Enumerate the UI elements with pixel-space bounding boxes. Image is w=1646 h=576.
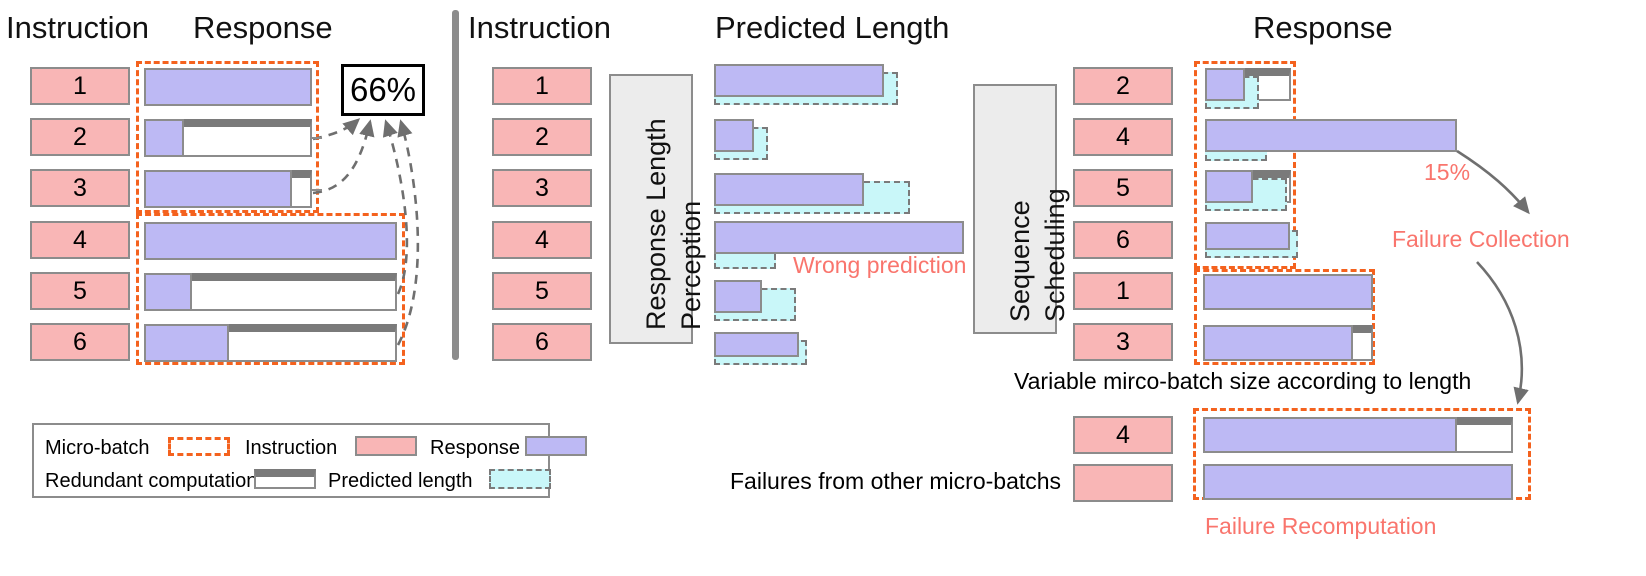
right-response-header: Response [1253, 10, 1393, 45]
sequence-scheduling-label-line2: Scheduling [1040, 188, 1070, 322]
left-instruction-5: 5 [30, 272, 130, 310]
legend-label-response: Response [430, 437, 521, 459]
right-instruction-5: 5 [1073, 169, 1173, 207]
failure-collection-label: Failure Collection [1392, 226, 1570, 252]
instruction-swatch [355, 436, 417, 456]
middle-instruction-header: Instruction [468, 10, 612, 45]
variable-batch-note: Variable mirco-batch size according to l… [1014, 368, 1472, 394]
middle-actual-bar-6 [714, 332, 799, 357]
right-micro-batch-2 [1194, 269, 1375, 365]
sequence-scheduling-module [973, 84, 1057, 334]
right-response-bar-6 [1205, 222, 1290, 250]
right-response-bar-4 [1205, 119, 1457, 152]
micro-batch-swatch [168, 437, 230, 456]
failure-rate-label: 15% [1424, 159, 1471, 185]
left-response-bar-1 [144, 68, 312, 106]
right-response-bar-1 [1203, 274, 1373, 310]
right-instruction-6: 6 [1073, 221, 1173, 259]
response-length-perception-label-line2: Perception [676, 200, 706, 330]
left-response-bar-5 [144, 273, 192, 311]
right-response-bar-2 [1205, 68, 1245, 101]
predicted-swatch [489, 469, 551, 489]
left-instruction-4: 4 [30, 221, 130, 259]
middle-instruction-6: 6 [492, 323, 592, 361]
sequence-scheduling-label-line1: Sequence [1005, 200, 1035, 322]
response-length-perception-label-line1: Response Length [641, 118, 671, 330]
recompute-instruction-4: 4 [1073, 416, 1173, 454]
efficiency-badge: 66% [341, 64, 425, 116]
failure-recomputation-label: Failure Recomputation [1205, 513, 1437, 539]
right-instruction-1: 1 [1073, 272, 1173, 310]
middle-instruction-5: 5 [492, 272, 592, 310]
middle-actual-bar-5 [714, 280, 762, 313]
failure-recomputation-arrow [1476, 261, 1529, 405]
right-micro-batch-1 [1194, 61, 1296, 269]
right-instruction-2: 2 [1073, 67, 1173, 105]
left-response-bar-3 [144, 170, 292, 208]
legend-label-redundant: Redundant computation [45, 470, 258, 492]
left-response-bar-4 [144, 222, 397, 260]
left-instruction-1: 1 [30, 67, 130, 105]
middle-actual-bar-2 [714, 119, 754, 152]
left-instruction-header: Instruction [6, 10, 150, 45]
panel-divider [452, 10, 459, 360]
right-response-bar-5 [1205, 170, 1253, 203]
left-instruction-3: 3 [30, 169, 130, 207]
left-response-header: Response [193, 10, 333, 45]
right-instruction-4: 4 [1073, 118, 1173, 156]
wrong-prediction-annotation: Wrong prediction [793, 252, 967, 278]
failures-from-other-note: Failures from other micro-batchs [730, 468, 1062, 494]
legend-label-micro-batch: Micro-batch [45, 437, 150, 459]
response-swatch [525, 436, 587, 456]
middle-instruction-1: 1 [492, 67, 592, 105]
predicted-length-header: Predicted Length [715, 10, 950, 45]
recompute-instruction-blank [1073, 464, 1173, 502]
middle-instruction-2: 2 [492, 118, 592, 156]
middle-actual-bar-1 [714, 64, 884, 97]
recompute-response-bar-4 [1203, 417, 1457, 453]
right-response-bar-3 [1203, 325, 1353, 361]
left-response-bar-6 [144, 324, 229, 362]
middle-instruction-3: 3 [492, 169, 592, 207]
left-instruction-2: 2 [30, 118, 130, 156]
right-instruction-3: 3 [1073, 323, 1173, 361]
middle-actual-bar-3 [714, 173, 864, 206]
redundant-swatch [254, 469, 316, 489]
middle-instruction-4: 4 [492, 221, 592, 259]
middle-actual-bar-4 [714, 221, 964, 254]
left-response-bar-2 [144, 119, 184, 157]
legend-label-predicted: Predicted length [328, 470, 473, 492]
response-length-perception-module [609, 74, 693, 344]
left-instruction-6: 6 [30, 323, 130, 361]
recompute-response-bar-blank [1203, 464, 1513, 500]
legend-label-instruction: Instruction [245, 437, 338, 459]
